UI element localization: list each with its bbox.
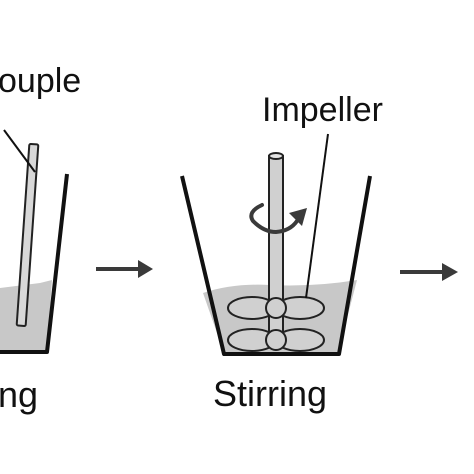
thermocouple-leader-line <box>3 129 36 173</box>
thermocouple-rod <box>15 142 40 327</box>
right-arrow-icon <box>400 263 458 281</box>
left-step-label: ng <box>0 374 39 415</box>
left-vessel-wall <box>0 173 69 354</box>
left-vessel <box>0 129 69 354</box>
stirring-vessel-wall <box>180 175 372 356</box>
stirring-vessel <box>180 133 372 356</box>
impeller-shaft-top <box>268 152 284 160</box>
impeller-label: Impeller <box>262 91 383 129</box>
impeller-leader-line <box>305 133 329 299</box>
thermocouple-label: ouple <box>0 62 82 100</box>
impeller-hub <box>265 297 287 319</box>
right-arrow-icon <box>96 260 153 278</box>
rotation-arrow-icon <box>249 203 307 235</box>
impeller-hub <box>265 329 287 351</box>
stirring-step-label: Stirring <box>213 373 328 414</box>
